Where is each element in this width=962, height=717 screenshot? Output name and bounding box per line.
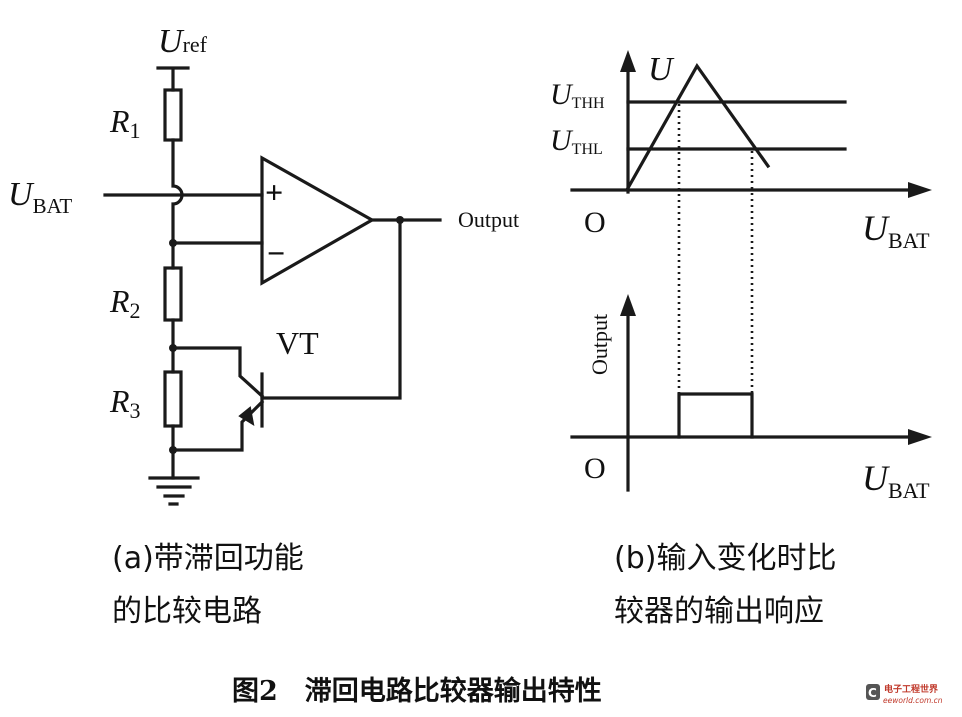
ground-icon	[148, 476, 200, 506]
caption-a-line2: 的比较电路	[112, 594, 262, 629]
x-axis-arrow-icon	[908, 429, 932, 445]
ubat-label: UBAT	[8, 176, 72, 218]
x-axis-label: UBAT	[862, 458, 930, 503]
resistor-r1	[163, 88, 183, 142]
caption-a-line1: (a)带滞回功能	[112, 541, 304, 576]
y-axis-label: Output	[587, 314, 612, 375]
input-triangle-wave	[625, 63, 771, 191]
r2-label: R2	[109, 283, 141, 323]
divider-wire	[171, 138, 184, 270]
r3-label: R3	[109, 383, 141, 423]
x-axis-arrow-icon	[908, 182, 932, 198]
x-axis-label: UBAT	[862, 208, 930, 253]
origin-label: O	[584, 206, 606, 239]
feedback-wire	[260, 218, 402, 400]
uref-rail	[156, 66, 190, 92]
junction-dot	[169, 239, 177, 247]
figure-title: 图2 滞回电路比较器输出特性	[232, 675, 602, 707]
origin-label: O	[584, 452, 606, 485]
vt-label: VT	[276, 325, 319, 361]
uthl-label: UTHL	[550, 124, 603, 158]
transistor-vt	[171, 346, 265, 452]
svg-text:C: C	[868, 686, 877, 700]
eeworld-logo: C 电子工程世界 eeworld.com.cn	[866, 683, 943, 705]
output-graph: Output O UBAT	[570, 294, 932, 503]
minus-sign: −	[267, 235, 285, 271]
y-axis-arrow-icon	[620, 294, 636, 316]
y-axis-arrow-icon	[620, 50, 636, 72]
resistor-r3	[163, 370, 183, 428]
plus-sign: +	[265, 174, 283, 210]
opamp-triangle	[260, 155, 376, 286]
output-pulse	[677, 392, 754, 439]
resistor-r2	[163, 266, 183, 322]
input-graph: U UTHH UTHL O UBAT	[550, 50, 932, 393]
svg-text:电子工程世界: 电子工程世界	[884, 683, 938, 695]
uref-label: Uref	[158, 23, 208, 60]
y-axis-label: U	[648, 51, 675, 88]
caption-b-line1: (b)输入变化时比	[614, 541, 836, 576]
uthh-label: UTHH	[550, 78, 605, 112]
r1-label: R1	[109, 103, 141, 143]
comparator-circuit: Uref R1 UBAT + − Output R2 R3 VT	[8, 23, 519, 506]
caption-b-line2: 较器的输出响应	[614, 594, 824, 629]
output-label: Output	[458, 207, 519, 232]
svg-text:eeworld.com.cn: eeworld.com.cn	[883, 696, 943, 705]
